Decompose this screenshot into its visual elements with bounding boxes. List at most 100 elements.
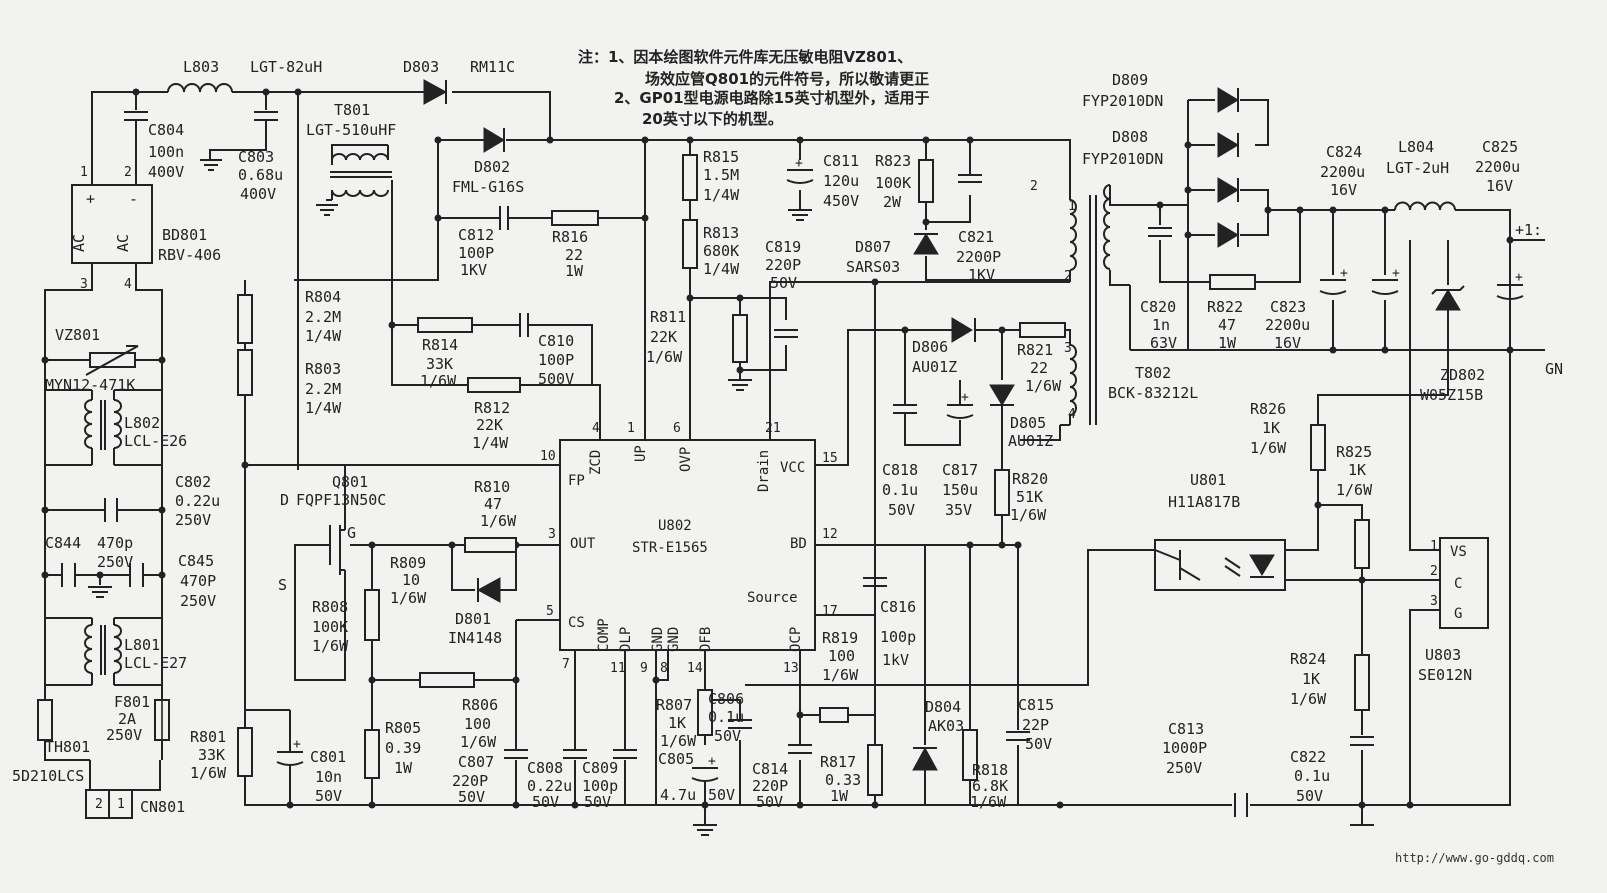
svg-text:+: + xyxy=(961,390,969,405)
pin-number-28: 3 xyxy=(1430,594,1438,609)
label-fqpf: FQPF13N50C xyxy=(296,491,386,509)
label-c470b: 250V xyxy=(97,553,133,571)
label-c807v: 220P xyxy=(452,772,488,790)
capacitor-c817: + xyxy=(946,390,974,419)
choke-l801 xyxy=(45,617,162,686)
label-r809v: 10 xyxy=(402,571,420,589)
label-r801v: 33K xyxy=(198,746,225,764)
label-r818u: 1/6W xyxy=(970,793,1007,811)
ground-symbol xyxy=(728,379,752,391)
label-l802: L802 xyxy=(124,414,160,432)
label-t802: T802 xyxy=(1135,364,1171,382)
label-u803: U803 xyxy=(1425,646,1461,664)
capacitor-c825: + xyxy=(1496,240,1524,350)
label-c803: C803 xyxy=(238,148,274,166)
label-r806v: 100 xyxy=(464,715,491,733)
label-qg: G xyxy=(347,524,356,542)
resistor-r810 xyxy=(464,537,517,553)
label-r823: R823 xyxy=(875,152,911,170)
capacitor-c802 xyxy=(104,498,118,522)
label-c822: C822 xyxy=(1290,748,1326,766)
label-r819: R819 xyxy=(822,629,858,647)
label-r822u: 1W xyxy=(1218,334,1237,352)
ic-u802-pin-15: OCP xyxy=(788,627,804,652)
label-r818v: 6.8K xyxy=(972,777,1008,795)
label-r820: R820 xyxy=(1012,470,1048,488)
label-d808: D808 xyxy=(1112,128,1148,146)
label-fml: FML-G16S xyxy=(452,178,524,196)
label-c824v: 2200u xyxy=(1320,163,1365,181)
resistor-r826 xyxy=(1310,424,1326,471)
label-ac1: AC xyxy=(70,234,88,252)
resistor-r801 xyxy=(237,727,253,777)
label-c805: C805 xyxy=(658,750,694,768)
pin-number-22: 1 xyxy=(80,165,88,180)
label-c816u: 1kV xyxy=(882,651,909,669)
resistor-r820 xyxy=(994,469,1010,516)
ic-u802-part: STR-E1565 xyxy=(632,540,708,556)
label-c817u: 35V xyxy=(945,501,972,519)
label-f801: F801 xyxy=(114,693,150,711)
label-c816: C816 xyxy=(880,598,916,616)
ic-u802-pin-16: Source xyxy=(747,590,798,606)
capacitor-c804 xyxy=(124,111,148,132)
label-c820: C820 xyxy=(1140,298,1176,316)
ground-symbol xyxy=(693,810,717,836)
resistor-r821 xyxy=(1019,322,1066,338)
pin-number-1: 10 xyxy=(540,449,556,464)
label-c811v: 120u xyxy=(823,172,859,190)
label-r813v: 680K xyxy=(703,242,739,260)
label-f801v: 2A xyxy=(118,710,136,728)
label-r807u: 1/6W xyxy=(660,732,697,750)
label-c815: C815 xyxy=(1018,696,1054,714)
pin-number-9: 7 xyxy=(562,657,570,672)
label-r803: R803 xyxy=(305,360,341,378)
label-r814u: 1/6W xyxy=(420,372,457,390)
resistor-r822 xyxy=(1209,274,1256,290)
svg-text:+: + xyxy=(293,737,301,752)
diode-d803 xyxy=(423,79,448,105)
label-c812v: 100P xyxy=(458,244,494,262)
pin-number-26: 1 xyxy=(1430,539,1438,554)
label-r808: R808 xyxy=(312,598,348,616)
resistor-r825 xyxy=(1354,519,1370,569)
capacitor-c845 xyxy=(129,563,144,587)
resistor-r806 xyxy=(419,672,475,688)
ic-u803-pin-vs: VS xyxy=(1450,544,1467,560)
label-c815u: 50V xyxy=(1025,735,1052,753)
label-r820v: 51K xyxy=(1016,488,1043,506)
label-r815: R815 xyxy=(703,148,739,166)
capacitor-c823: + xyxy=(1319,266,1348,295)
pin-number-23: 2 xyxy=(124,165,132,180)
label-ac2: AC xyxy=(114,234,132,252)
label-c823v: 2200u xyxy=(1265,316,1310,334)
label-c819: C819 xyxy=(765,238,801,256)
pin-number-6: 3 xyxy=(548,527,556,542)
inductor-l803 xyxy=(167,83,233,93)
label-r820u: 1/6W xyxy=(1010,506,1047,524)
label-c804v: 100n xyxy=(148,143,184,161)
label-r805v: 0.39 xyxy=(385,739,421,757)
label-gnd: GN xyxy=(1545,360,1563,378)
ic-u802-pin-13: GND xyxy=(666,627,682,652)
label-r816u: 1W xyxy=(565,262,584,280)
label-c807: C807 xyxy=(458,753,494,771)
capacitor-c822 xyxy=(1350,736,1374,746)
label-r826v: 1K xyxy=(1262,419,1280,437)
resistor-r815 xyxy=(682,154,698,201)
capacitor-c824: + xyxy=(1371,266,1400,295)
note-line-2: 场效应管Q801的元件符号，所以敬请更正 xyxy=(645,70,929,88)
resistor-r817 xyxy=(819,707,849,723)
label-bplus: + xyxy=(86,190,95,208)
label-c810: C810 xyxy=(538,332,574,350)
choke-l802 xyxy=(45,389,162,466)
label-c821: C821 xyxy=(958,228,994,246)
label-r813u: 1/4W xyxy=(703,260,740,278)
ic-u802-pin-2: UP xyxy=(633,445,649,462)
label-r823u: 2W xyxy=(883,193,902,211)
label-c818u: 50V xyxy=(888,501,915,519)
label-c815v: 22P xyxy=(1022,716,1049,734)
label-r812v: 22K xyxy=(476,416,503,434)
